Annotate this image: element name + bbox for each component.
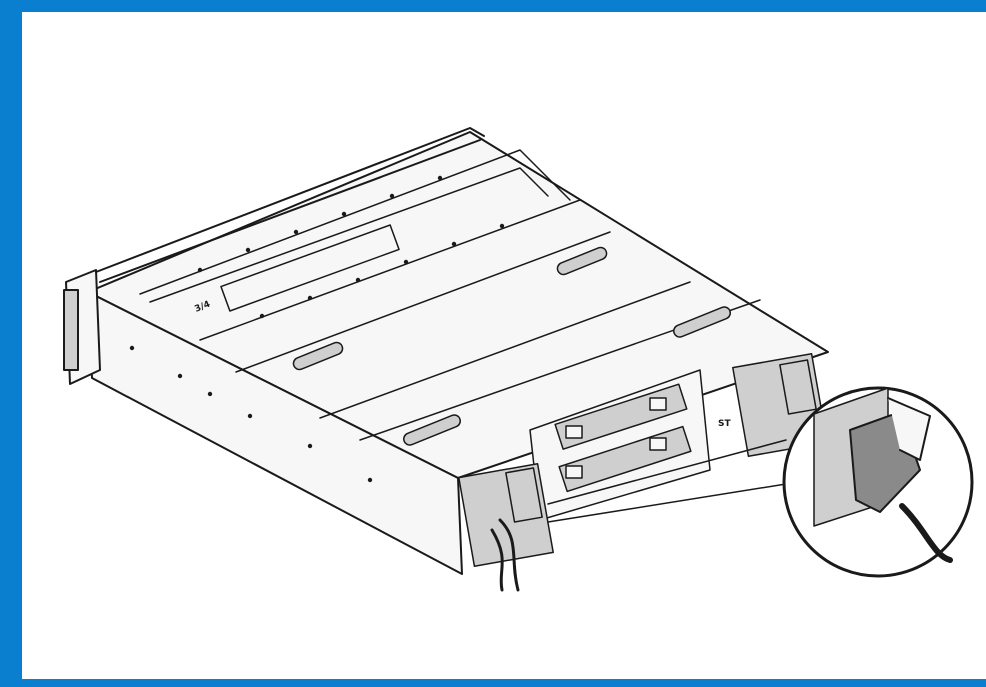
network-port-3 xyxy=(565,465,583,479)
front-control-panel xyxy=(63,289,79,371)
network-port-1 xyxy=(565,425,583,439)
handle-rear-right xyxy=(672,306,732,338)
callout-leader-1 xyxy=(547,483,787,523)
top-slot xyxy=(220,224,400,312)
screw-holes xyxy=(129,175,505,483)
panel-seam-2 xyxy=(235,231,611,373)
panel-seam-3 xyxy=(319,281,691,419)
cable-left xyxy=(498,518,520,592)
rear-recess-inner xyxy=(149,167,549,303)
callout-clip xyxy=(887,397,931,461)
handle-left xyxy=(292,341,344,371)
top-panels: 3/4 xyxy=(139,149,761,446)
handle-rear-left xyxy=(402,414,462,446)
controller-modules xyxy=(529,369,711,521)
psu-left-vent xyxy=(505,467,543,523)
psu-left xyxy=(458,462,554,568)
network-port-4 xyxy=(649,437,667,451)
callout-cord xyxy=(899,503,953,563)
network-port-2 xyxy=(649,397,667,411)
cable-left-2 xyxy=(490,528,504,592)
magnify-callout xyxy=(547,386,974,578)
side-rail-upper xyxy=(95,127,485,273)
handle-right xyxy=(556,246,608,276)
rear-recess-edge xyxy=(139,149,571,295)
module-label: ST xyxy=(718,419,731,429)
side-rail-lower xyxy=(99,139,481,283)
psu-right-vent xyxy=(779,359,817,415)
callout-leader-2 xyxy=(547,439,787,505)
power-cable xyxy=(490,518,520,592)
